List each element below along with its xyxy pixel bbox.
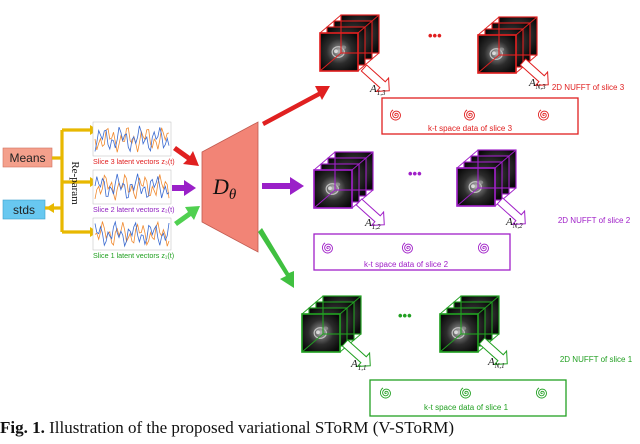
frame-stack-last (439, 295, 500, 353)
slice-group-2: ••• A1,2 AN,2 2D NUFFT of slice 2 k-t space … (313, 149, 631, 271)
frame-stack-first (319, 14, 380, 72)
green-input-arrow (174, 206, 200, 226)
spiral-trajectory-icon (401, 242, 413, 254)
operator-label: AN,1 (487, 356, 505, 370)
nufft-label: 2D NUFFT of slice 3 (552, 83, 625, 92)
kspace-label: k-t space data of slice 3 (428, 124, 513, 133)
decoder-output-arrows (258, 86, 330, 288)
operator-label: A1,1 (350, 358, 366, 372)
caption-prefix: Fig. 1. (0, 418, 45, 437)
red-input-arrow (173, 146, 199, 166)
mri-frame (477, 34, 517, 74)
latent-panel-slice-3: Slice 3 latent vectors z₃(t) (92, 121, 175, 166)
means-label: Means (9, 151, 45, 165)
purple-input-arrow (172, 180, 196, 196)
kspace-data-box (381, 97, 579, 135)
kspace-label: k-t space data of slice 2 (364, 260, 449, 269)
ellipsis-dots: ••• (408, 166, 422, 181)
decoder-label: Dθ (212, 174, 237, 203)
latent-panel-label: Slice 1 latent vectors z₁(t) (93, 251, 174, 260)
decoder-input-arrows (172, 146, 200, 226)
slice-group-1: ••• A1,1 AN,1 2D NUFFT of slice 1 k-t space … (301, 295, 633, 417)
green-output-arrow (258, 228, 294, 288)
ellipsis-dots: ••• (428, 28, 442, 43)
reparam-bracket (45, 128, 92, 234)
latent-panel-label: Slice 3 latent vectors z₃(t) (93, 157, 175, 166)
spiral-trajectory-icon (477, 242, 489, 254)
latent-panel-slice-2: Slice 2 latent vectors z₂(t) (92, 169, 174, 214)
reparam-arrow-left (46, 203, 54, 213)
kspace-data-box (313, 233, 511, 271)
reparam-label: Re-param (69, 161, 81, 205)
nufft-operator-arrow-last (519, 58, 549, 86)
slice-groups: ••• A1,3 AN,3 2D NUFFT of slice 3 k-t space … (301, 14, 633, 417)
frame-stack-first (301, 295, 362, 353)
latent-trace-orange (94, 127, 170, 153)
latent-trace-blue (94, 173, 170, 199)
frame-stack-last (477, 16, 538, 74)
latent-panels: Slice 3 latent vectors z₃(t) Slice 2 lat… (92, 121, 175, 260)
operator-label: AN,3 (528, 77, 546, 91)
operator-label: AN,2 (505, 216, 523, 230)
nufft-label: 2D NUFFT of slice 2 (558, 216, 631, 225)
spiral-trajectory-icon (321, 242, 333, 254)
spiral-trajectory-icon (459, 387, 471, 399)
decoder-trapezoid (201, 121, 259, 253)
operator-label: A1,2 (364, 217, 381, 231)
kspace-data-box (369, 379, 567, 417)
latent-trace-blue (94, 220, 170, 248)
mri-frame (319, 32, 359, 72)
purple-output-arrow (262, 177, 304, 195)
nufft-operator-arrow-first (355, 198, 385, 226)
latent-panel-label: Slice 2 latent vectors z₂(t) (93, 205, 174, 214)
ellipsis-dots: ••• (398, 308, 412, 323)
figure-caption: Fig. 1. Illustration of the proposed var… (0, 418, 640, 439)
operator-label: A1,3 (369, 83, 386, 97)
encoder-stats: Means stds Re-param (2, 125, 98, 237)
kspace-label: k-t space data of slice 1 (424, 403, 509, 412)
nufft-operator-arrow-first (341, 339, 371, 367)
spiral-trajectory-icon (379, 387, 391, 399)
mri-frame (313, 169, 353, 209)
decoder-network: Dθ (201, 121, 259, 253)
nufft-operator-arrow-last (478, 337, 508, 365)
mri-frame (301, 313, 341, 353)
red-output-arrow (262, 86, 330, 126)
nufft-operator-arrow-first (360, 64, 390, 92)
nufft-label: 2D NUFFT of slice 1 (560, 355, 633, 364)
slice-group-3: ••• A1,3 AN,3 2D NUFFT of slice 3 k-t space … (319, 14, 625, 135)
nufft-operator-arrow-last (496, 197, 526, 225)
frame-stack-first (313, 151, 374, 209)
stds-label: stds (13, 203, 35, 217)
spiral-trajectory-icon (389, 109, 401, 121)
latent-trace-blue (94, 125, 170, 153)
spiral-trajectory-icon (537, 109, 549, 121)
frame-stack-last (456, 149, 517, 207)
spiral-trajectory-icon (463, 109, 475, 121)
mri-frame (439, 313, 479, 353)
caption-text: Illustration of the proposed variational… (49, 418, 455, 437)
latent-panel-slice-1: Slice 1 latent vectors z₁(t) (92, 217, 174, 260)
spiral-trajectory-icon (535, 387, 547, 399)
mri-frame (456, 167, 496, 207)
